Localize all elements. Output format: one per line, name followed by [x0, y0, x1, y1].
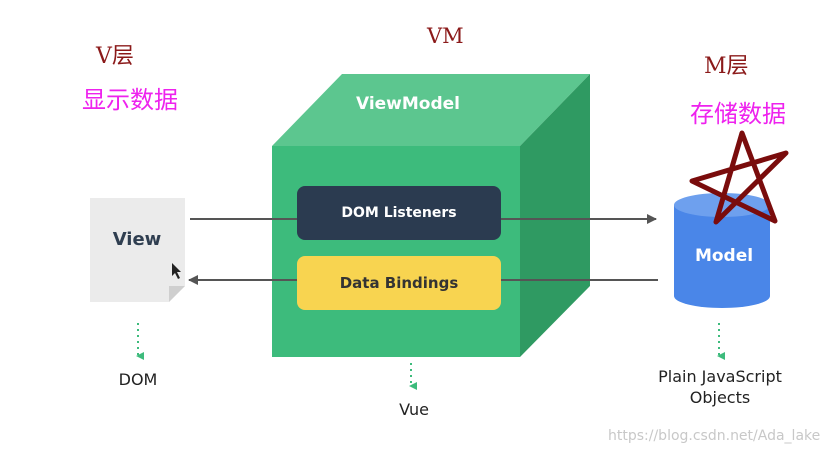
- star-scribble-icon: [689, 130, 789, 225]
- data-bindings-box: Data Bindings: [297, 256, 501, 310]
- view-title: View: [112, 229, 162, 250]
- model-title: Model: [694, 246, 754, 266]
- v-layer-description: 显示数据: [82, 86, 178, 114]
- viewmodel-cube: [272, 74, 590, 357]
- m-layer-description: 存储数据: [690, 100, 786, 128]
- vm-layer-label: VM: [427, 24, 464, 48]
- dom-listeners-box: DOM Listeners: [297, 186, 501, 240]
- v-layer-label: V层: [96, 44, 134, 69]
- watermark: https://blog.csdn.net/Ada_lake: [608, 428, 821, 444]
- dom-label: DOM: [118, 370, 158, 389]
- view-document-shape: [90, 198, 185, 302]
- plain-js-objects-label: Plain JavaScript Objects: [658, 367, 782, 407]
- vue-label: Vue: [399, 400, 429, 419]
- m-layer-label: M层: [704, 54, 749, 79]
- cursor-icon: [172, 263, 181, 279]
- viewmodel-title: ViewModel: [355, 94, 461, 114]
